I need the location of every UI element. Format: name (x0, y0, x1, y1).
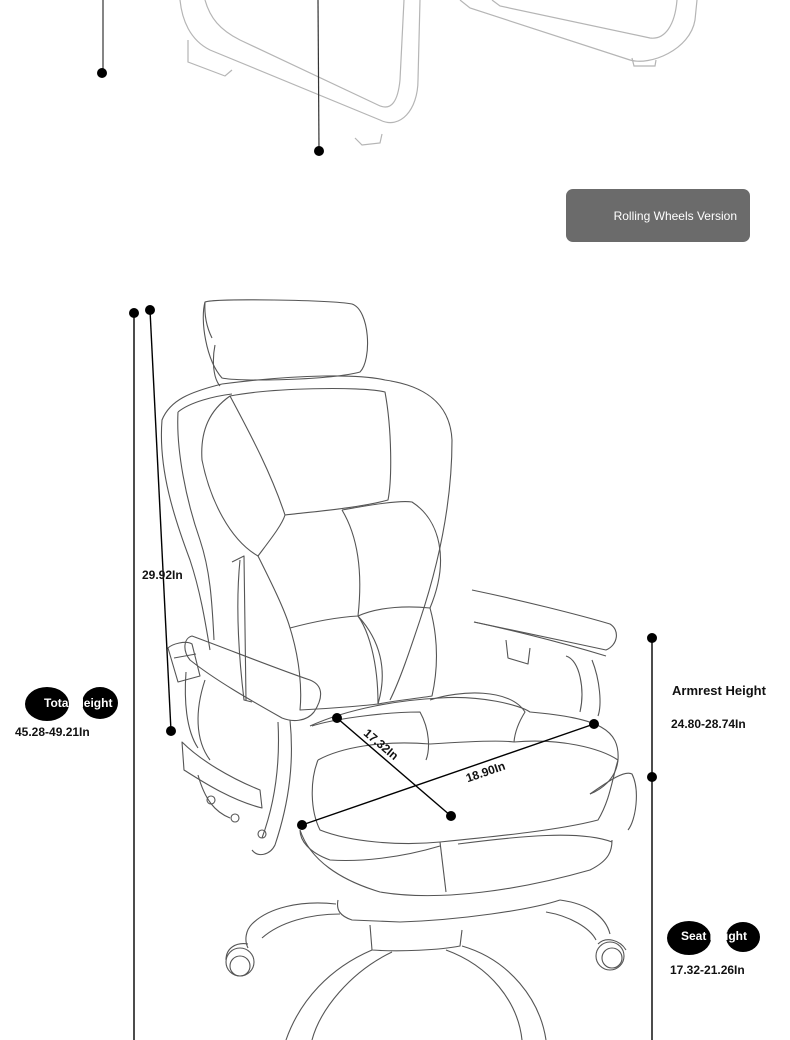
top-pointer-lines (102, 0, 320, 151)
armrest-height-value: 24.80-28.74In (671, 717, 746, 731)
total-height-blob-right (82, 687, 118, 719)
backrest-height-label: 29.92In (142, 568, 183, 582)
top-pointer-dot-left (97, 68, 107, 78)
chair-sketch (160, 299, 637, 1040)
dimension-dots (129, 305, 657, 830)
total-height-title: Total Height (44, 696, 113, 710)
seat-height-blob-right (726, 922, 760, 952)
top-chair-sketch (179, 0, 698, 146)
total-height-value: 45.28-49.21In (15, 725, 90, 739)
seat-height-value: 17.32-21.26In (670, 963, 745, 977)
total-height-blob-left (25, 687, 69, 721)
armrest-height-title: Armrest Height (672, 683, 766, 698)
seat-height-blob-left (667, 921, 711, 955)
dimension-lines (133, 309, 653, 1040)
seat-height-title: Seat Height (681, 929, 748, 943)
rolling-wheels-version-badge: Rolling Wheels Version (566, 189, 750, 242)
badge-label: Rolling Wheels Version (613, 208, 737, 223)
top-pointer-dot-right (314, 146, 324, 156)
